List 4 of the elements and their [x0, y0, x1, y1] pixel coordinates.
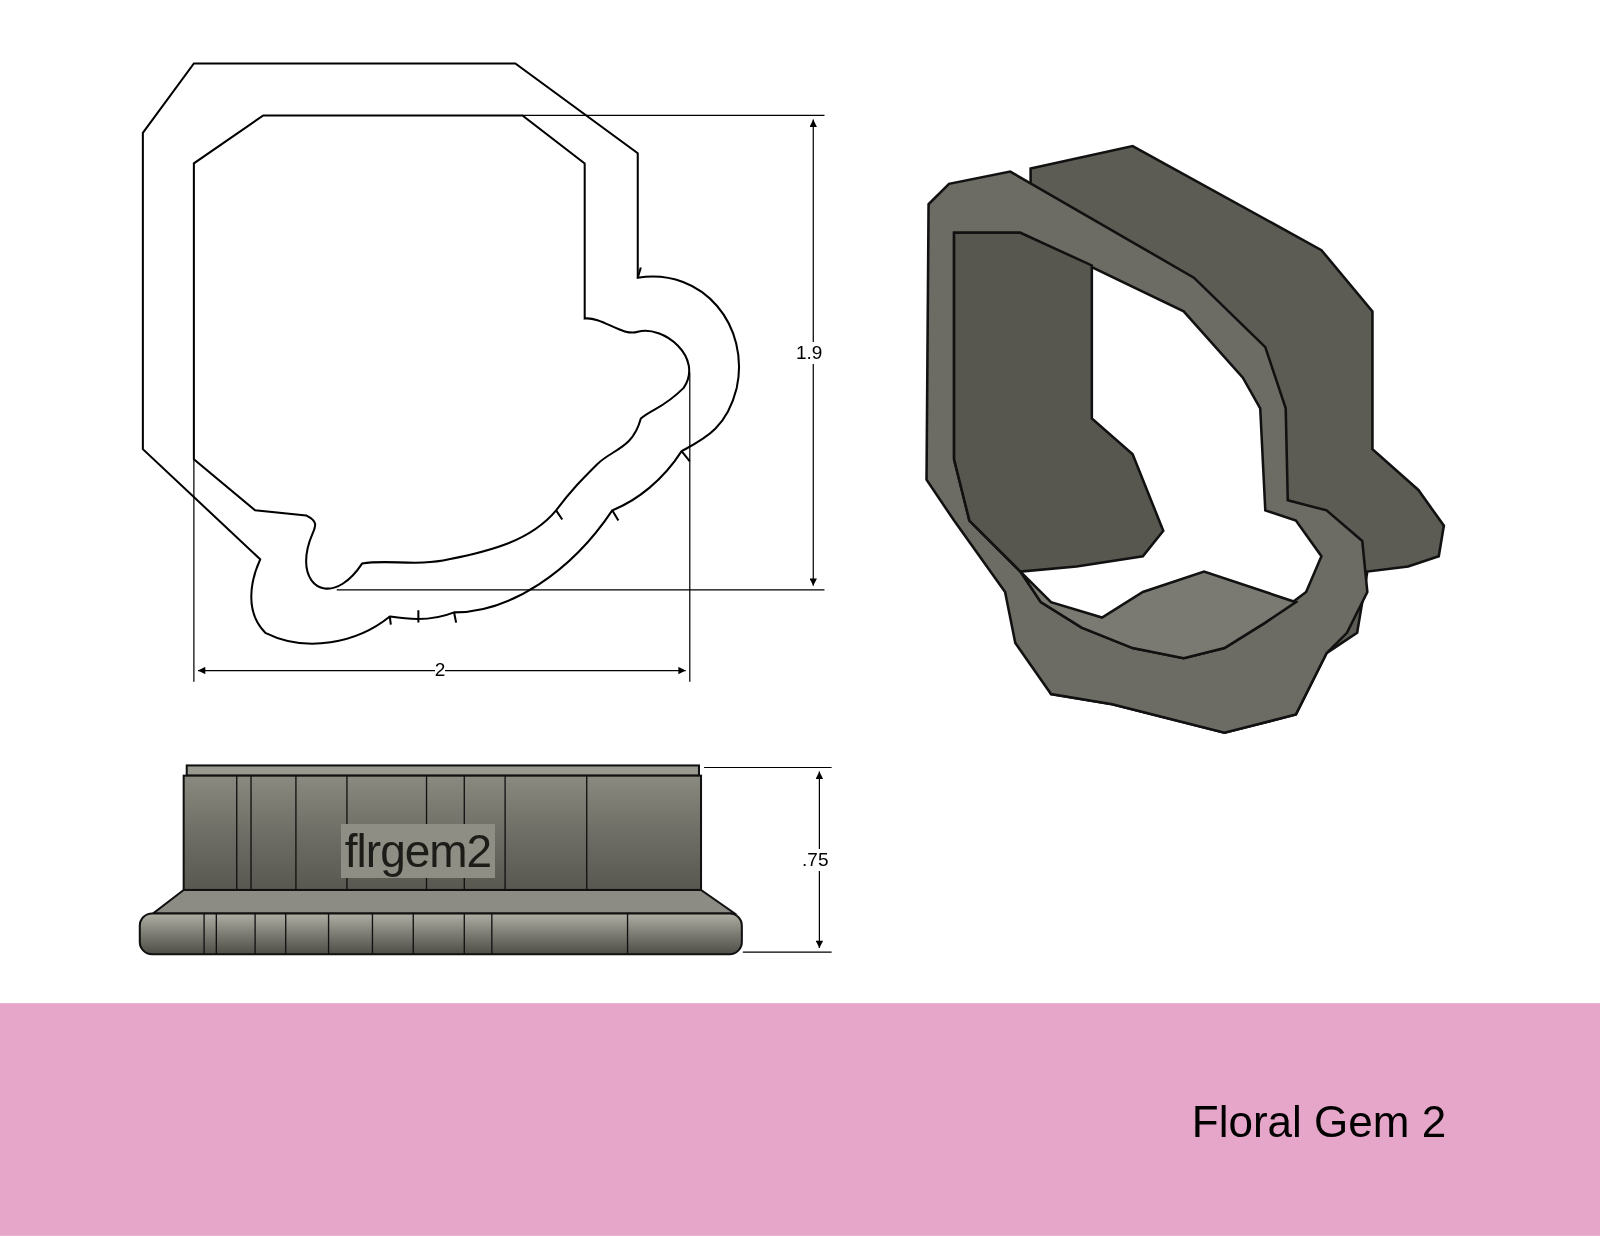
title-text: Floral Gem 2: [1191, 1096, 1447, 1147]
dimension-label: 1.9: [795, 341, 823, 364]
embossed-text: flrgem2: [340, 824, 496, 879]
dimension-label: .75: [802, 848, 829, 871]
